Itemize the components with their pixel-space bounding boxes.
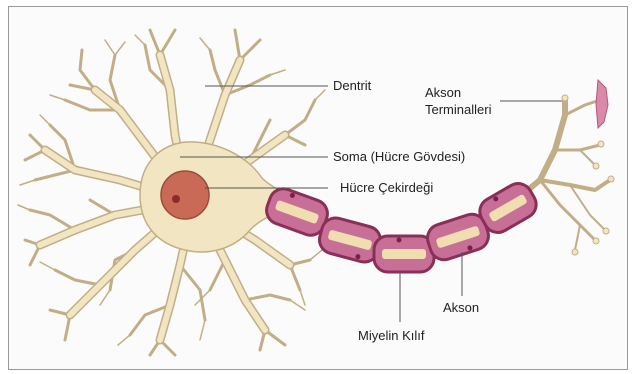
nucleolus: [172, 195, 180, 203]
nucleus: [161, 171, 209, 219]
label-myelin: Miyelin Kılıf: [358, 328, 424, 344]
label-nucleus: Hücre Çekirdeği: [340, 180, 433, 196]
axon-terminals: [510, 100, 610, 250]
target-cell: [596, 80, 608, 128]
label-dendrite: Dentrit: [333, 78, 371, 94]
label-axon-terminals-1: Akson: [425, 85, 461, 101]
label-axon: Akson: [443, 300, 479, 316]
label-axon-terminals-2: Terminalleri: [425, 102, 491, 118]
label-soma: Soma (Hücre Gövdesi): [333, 149, 465, 165]
